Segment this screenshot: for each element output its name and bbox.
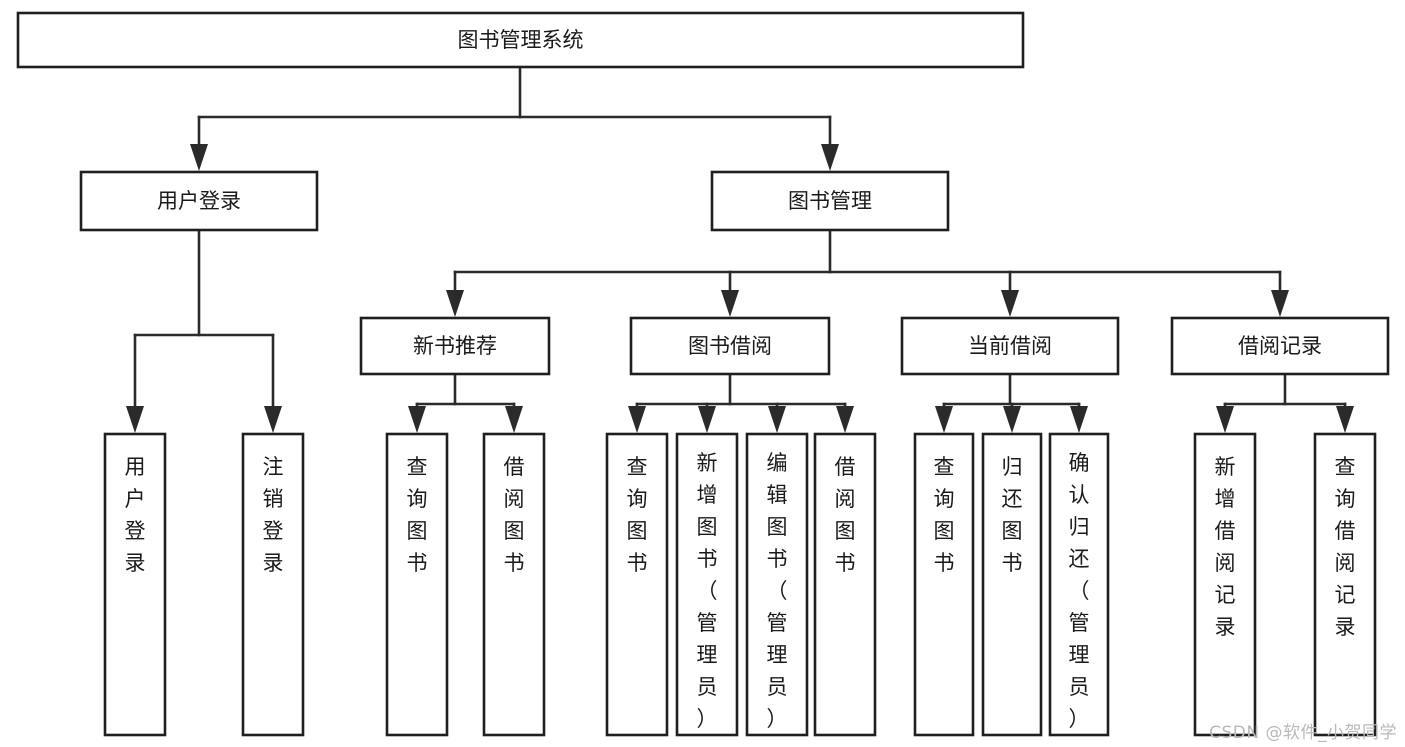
arrow-head-icon: [698, 406, 716, 433]
node-user-login[interactable]: 用户登录: [79, 170, 319, 232]
node-box-leaf-confirm-return[interactable]: [1048, 432, 1110, 737]
node-box-user-login[interactable]: [79, 170, 319, 232]
node-box-leaf-query-book-current[interactable]: [913, 432, 975, 737]
node-label-borrow-record: 借阅记录: [1238, 334, 1322, 358]
node-label-current-borrow: 当前借阅: [968, 334, 1052, 358]
arrow-head-icon: [1003, 406, 1021, 433]
arrow-head-icon: [836, 406, 854, 433]
nodes-layer: 图书管理系统用户登录图书管理新书推荐图书借阅当前借阅借阅记录用户登录注销登录查询…: [16, 11, 1390, 737]
connector-group-book-borrow: [628, 372, 854, 433]
node-box-current-borrow[interactable]: [900, 316, 1120, 376]
node-book-borrow[interactable]: 图书借阅: [629, 316, 831, 376]
node-box-leaf-logout[interactable]: [241, 432, 305, 737]
node-new-book-recommend[interactable]: 新书推荐: [359, 316, 551, 376]
node-leaf-confirm-return[interactable]: 确认归还（管理员）: [1048, 432, 1110, 737]
node-label-leaf-query-book-recommend: 查询图书: [407, 455, 428, 575]
arrow-head-icon: [768, 406, 786, 433]
node-box-leaf-add-book[interactable]: [675, 432, 739, 737]
arrow-head-icon: [721, 290, 739, 317]
node-box-book-management[interactable]: [710, 170, 950, 232]
arrow-head-icon: [821, 144, 839, 171]
node-box-leaf-user-login[interactable]: [103, 432, 167, 737]
node-leaf-user-login[interactable]: 用户登录: [103, 432, 167, 737]
node-leaf-add-book[interactable]: 新增图书（管理员）: [675, 432, 739, 737]
node-label-leaf-query-book-borrow: 查询图书: [627, 455, 648, 575]
node-box-borrow-record[interactable]: [1170, 316, 1390, 376]
node-box-new-book-recommend[interactable]: [359, 316, 551, 376]
connectors-layer: [126, 65, 1354, 433]
node-label-book-borrow: 图书借阅: [688, 334, 772, 358]
node-label-book-management: 图书管理: [788, 189, 872, 213]
node-root[interactable]: 图书管理系统: [16, 11, 1025, 69]
node-book-management[interactable]: 图书管理: [710, 170, 950, 232]
node-box-leaf-query-book-recommend[interactable]: [385, 432, 449, 737]
node-label-new-book-recommend: 新书推荐: [413, 334, 497, 358]
arrow-head-icon: [505, 406, 523, 433]
node-leaf-query-book-borrow[interactable]: 查询图书: [605, 432, 669, 737]
arrow-head-icon: [935, 406, 953, 433]
node-label-leaf-confirm-return: 确认归还（管理员）: [1069, 451, 1090, 731]
connector-group-borrow-record: [1216, 372, 1354, 433]
node-label-root: 图书管理系统: [458, 28, 584, 52]
arrow-head-icon: [190, 144, 208, 171]
arrow-head-icon: [628, 406, 646, 433]
node-current-borrow[interactable]: 当前借阅: [900, 316, 1120, 376]
node-box-leaf-return-book[interactable]: [981, 432, 1043, 737]
node-label-leaf-query-book-current: 查询图书: [934, 455, 955, 575]
node-box-leaf-add-borrow-record[interactable]: [1193, 432, 1257, 737]
arrow-head-icon: [446, 290, 464, 317]
node-leaf-logout[interactable]: 注销登录: [241, 432, 305, 737]
connector-group-current-borrow: [935, 372, 1088, 433]
node-borrow-record[interactable]: 借阅记录: [1170, 316, 1390, 376]
node-leaf-return-book[interactable]: 归还图书: [981, 432, 1043, 737]
arrow-head-icon: [1336, 406, 1354, 433]
connector-group-root: [190, 65, 839, 171]
node-leaf-query-book-recommend[interactable]: 查询图书: [385, 432, 449, 737]
arrow-head-icon: [264, 406, 282, 433]
arrow-head-icon: [1070, 406, 1088, 433]
node-leaf-edit-book[interactable]: 编辑图书（管理员）: [745, 432, 809, 737]
node-leaf-add-borrow-record[interactable]: 新增借阅记录: [1193, 432, 1257, 737]
node-label-leaf-query-borrow-record: 查询借阅记录: [1335, 455, 1356, 639]
node-label-leaf-borrow-book-recommend: 借阅图书: [504, 455, 525, 575]
node-label-leaf-logout: 注销登录: [263, 455, 284, 575]
arrow-head-icon: [408, 406, 426, 433]
node-label-user-login: 用户登录: [157, 189, 241, 213]
arrow-head-icon: [126, 406, 144, 433]
node-box-leaf-borrow-book[interactable]: [813, 432, 877, 737]
connector-group-user-login: [126, 228, 282, 433]
node-label-leaf-return-book: 归还图书: [1002, 455, 1023, 575]
node-leaf-borrow-book-recommend[interactable]: 借阅图书: [482, 432, 546, 737]
node-label-leaf-add-book: 新增图书（管理员）: [697, 451, 718, 731]
node-label-leaf-add-borrow-record: 新增借阅记录: [1215, 455, 1236, 639]
node-box-leaf-edit-book[interactable]: [745, 432, 809, 737]
node-leaf-query-book-current[interactable]: 查询图书: [913, 432, 975, 737]
connector-group-new-book-recommend: [408, 372, 523, 433]
node-box-leaf-query-book-borrow[interactable]: [605, 432, 669, 737]
arrow-head-icon: [1001, 290, 1019, 317]
node-box-leaf-borrow-book-recommend[interactable]: [482, 432, 546, 737]
node-label-leaf-user-login: 用户登录: [125, 455, 146, 575]
node-label-leaf-borrow-book: 借阅图书: [835, 455, 856, 575]
connector-group-book-management: [446, 228, 1289, 317]
arrow-head-icon: [1216, 406, 1234, 433]
node-box-root[interactable]: [16, 11, 1025, 69]
node-leaf-borrow-book[interactable]: 借阅图书: [813, 432, 877, 737]
node-box-book-borrow[interactable]: [629, 316, 831, 376]
node-box-leaf-query-borrow-record[interactable]: [1313, 432, 1377, 737]
node-leaf-query-borrow-record[interactable]: 查询借阅记录: [1313, 432, 1377, 737]
csdn-watermark: CSDN @软件_小贺同学: [1209, 723, 1397, 743]
node-label-leaf-edit-book: 编辑图书（管理员）: [767, 451, 788, 731]
arrow-head-icon: [1271, 290, 1289, 317]
